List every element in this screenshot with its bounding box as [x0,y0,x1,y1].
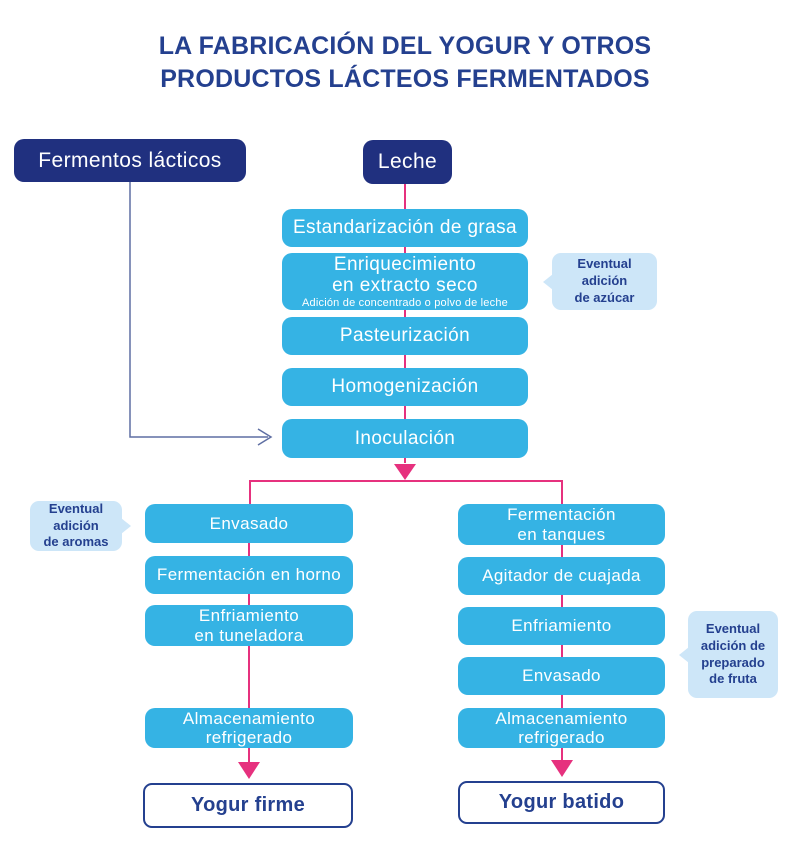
node-label: Almacenamiento [182,708,316,728]
node-right-enfriamiento: Enfriamiento [458,607,665,645]
node-label: Leche [377,150,438,174]
node-label: Enfriamiento [511,616,612,636]
node-homogenizacion: Homogenización [282,368,528,406]
note-text: adición [581,273,628,289]
node-label: Enfriamiento [198,606,300,626]
node-label: Enriquecimiento [333,253,477,275]
node-label: Inoculación [354,427,456,449]
node-right-almacenamiento-refrigerado: Almacenamiento refrigerado [458,708,665,748]
node-yogur-batido: Yogur batido [458,781,665,824]
node-label: Envasado [209,513,289,533]
node-label: Envasado [522,666,601,686]
node-agitador-de-cuajada: Agitador de cuajada [458,557,665,595]
note-text: Eventual [705,620,761,636]
node-label: Homogenización [331,376,479,398]
note-text: de aromas [43,534,109,550]
node-label: Fermentación [507,505,616,525]
node-label: en extracto seco [332,274,478,296]
node-enfriamiento-en-tuneladora: Enfriamiento en tuneladora [145,605,353,646]
page-title: LA FABRICACIÓN DEL YOGUR Y OTROS PRODUCT… [158,32,652,93]
node-right-envasado: Envasado [458,657,665,695]
note-text: adición [53,517,99,533]
node-yogur-firme: Yogur firme [143,783,353,828]
node-label: Agitador de cuajada [482,566,641,586]
note-text: adición de [700,637,766,653]
node-label: refrigerado [205,728,293,747]
node-fermentacion-en-horno: Fermentación en horno [145,556,353,594]
node-label: Yogur batido [498,791,625,814]
node-label: Estandarización de grasa [292,217,517,239]
fermentos-to-inoculacion-line [129,182,273,446]
note-eventual-adicion-preparado-fruta: Eventual adición de preparado de fruta [688,611,778,698]
note-text: Eventual [577,256,632,272]
node-enriquecimiento-extracto-seco: Enriquecimiento en extracto seco Adición… [282,253,528,310]
node-label: refrigerado [518,728,605,747]
arrow-down-icon [551,760,573,777]
node-inoculacion: Inoculación [282,419,528,458]
node-label: Pasteurización [339,325,471,347]
arrow-right-icon [257,428,273,446]
node-sublabel: Adición de concentrado o polvo de leche [302,297,508,310]
node-label: en tanques [517,524,606,544]
note-text: de azúcar [574,289,635,305]
node-left-envasado: Envasado [145,504,353,543]
node-fermentacion-en-tanques: Fermentación en tanques [458,504,665,545]
note-text: de fruta [709,671,757,687]
node-label: Almacenamiento [495,708,628,728]
node-fermentos-lacticos: Fermentos lácticos [14,139,246,182]
node-label: Fermentos lácticos [38,148,222,172]
note-text: Eventual [48,500,104,516]
note-eventual-adicion-azucar: Eventual adición de azúcar [552,253,657,310]
node-leche: Leche [363,140,452,184]
node-label: en tuneladora [194,625,304,645]
arrow-down-icon [238,762,260,779]
arrow-down-icon [394,464,416,480]
note-eventual-adicion-aromas: Eventual adición de aromas [30,501,122,551]
node-left-almacenamiento-refrigerado: Almacenamiento refrigerado [145,708,353,748]
node-estandarizacion-de-grasa: Estandarización de grasa [282,209,528,247]
node-label: Yogur firme [190,794,306,817]
node-pasteurizacion: Pasteurización [282,317,528,355]
note-text: preparado [701,654,765,670]
node-label: Fermentación en horno [156,565,342,585]
